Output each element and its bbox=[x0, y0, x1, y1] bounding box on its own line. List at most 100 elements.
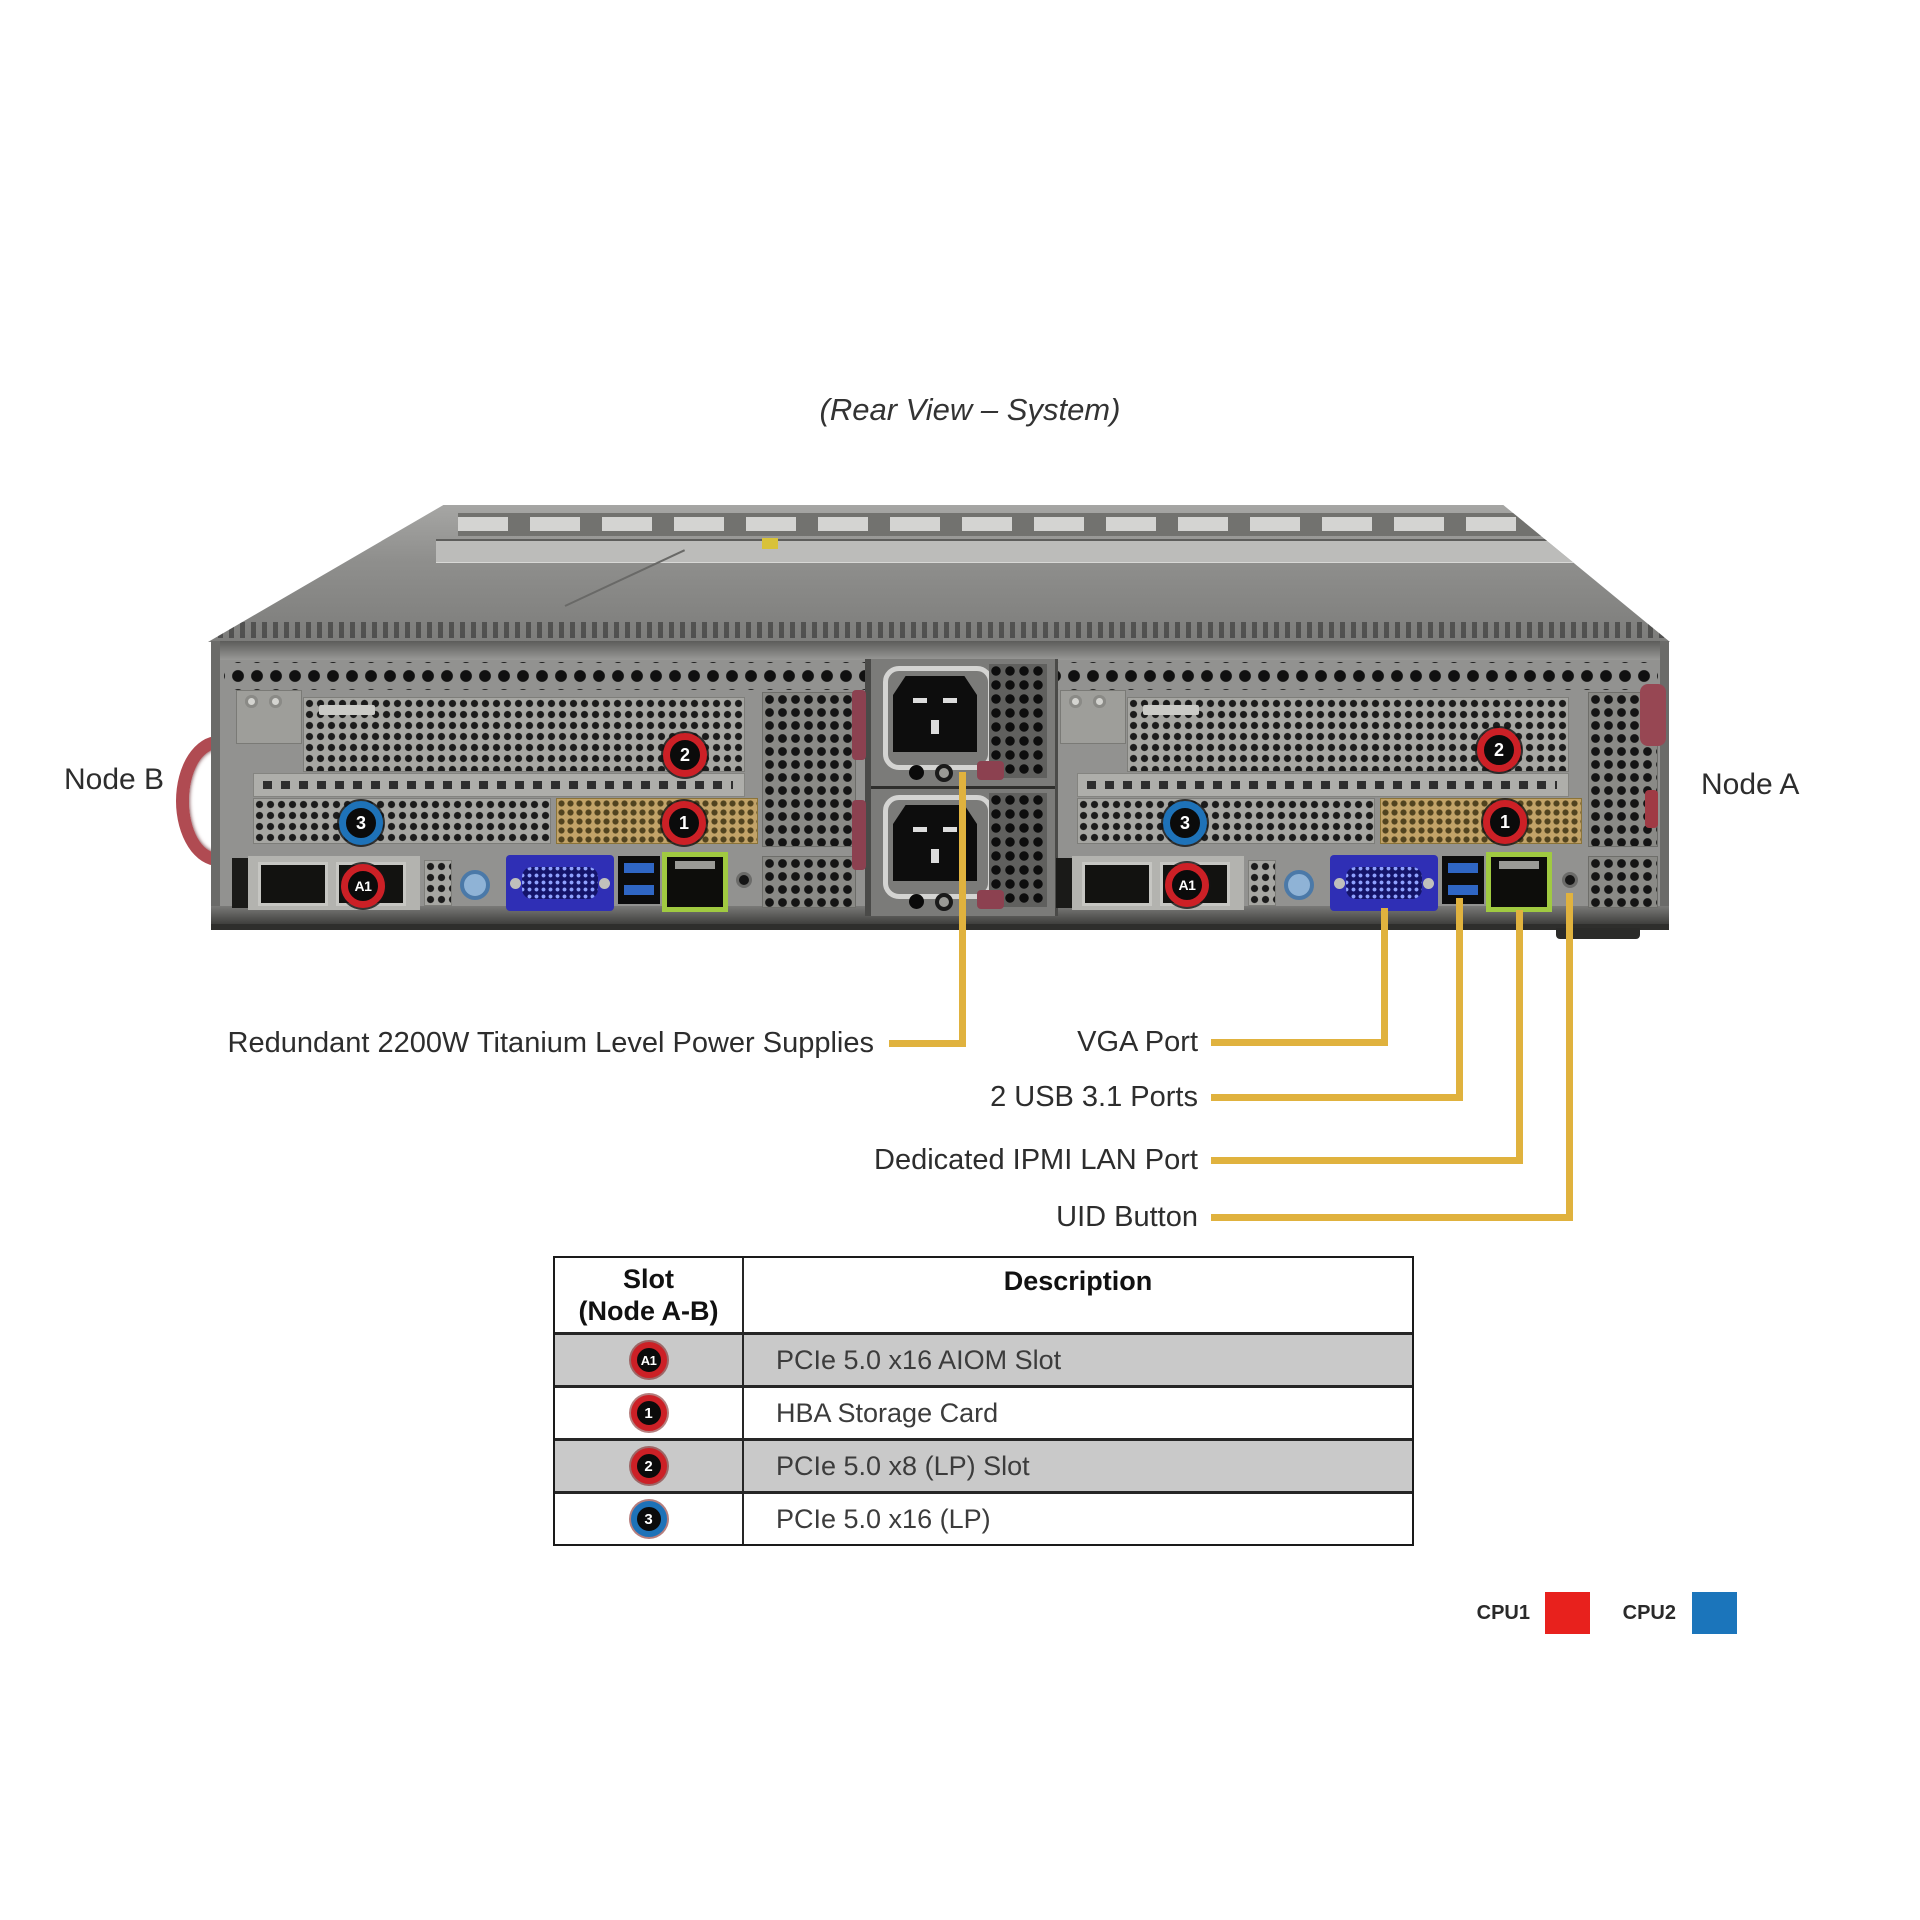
header-description-cell: Description bbox=[744, 1258, 1412, 1332]
table-row: 2 PCIe 5.0 x8 (LP) Slot bbox=[555, 1438, 1412, 1491]
node-a-io-vent-right bbox=[1588, 856, 1658, 908]
node-a-pcie-slot3-bracket bbox=[1077, 798, 1375, 844]
node-b-ipmi-lan-port bbox=[662, 852, 728, 912]
node-a-aiom-lan-ports bbox=[1072, 856, 1244, 910]
psu-top-grill bbox=[989, 664, 1047, 778]
node-a-ipmi-lan-port bbox=[1486, 852, 1552, 912]
node-b-badge-slot2: 2 bbox=[663, 733, 707, 777]
row-badge-3: 3 bbox=[630, 1501, 667, 1537]
lid-rail bbox=[458, 513, 1548, 536]
node-a-badge-aiom: A1 bbox=[1165, 863, 1209, 907]
table-row: 1 HBA Storage Card bbox=[555, 1385, 1412, 1438]
node-b-aiom-lan-ports bbox=[248, 856, 420, 910]
vga-screw bbox=[1423, 878, 1434, 889]
panel-hinge-band bbox=[211, 641, 1669, 660]
screw bbox=[269, 695, 282, 708]
divider-node-b-psu bbox=[865, 659, 868, 916]
node-a-hba-card bbox=[1380, 798, 1582, 844]
vga-connector bbox=[1346, 867, 1422, 899]
node-a-vga-port bbox=[1330, 855, 1438, 911]
node-b-vent-column bbox=[762, 692, 856, 847]
vga-screw bbox=[599, 878, 610, 889]
node-b-badge-slot1: 1 bbox=[662, 801, 706, 845]
node-b-io-block bbox=[232, 858, 248, 908]
psu-bay-clip-left2 bbox=[852, 800, 866, 870]
row-description: PCIe 5.0 x8 (LP) Slot bbox=[776, 1450, 1030, 1481]
screw bbox=[245, 695, 258, 708]
usb-port-top bbox=[624, 863, 654, 873]
node-b-badge-aiom: A1 bbox=[341, 864, 385, 908]
callout-line-uid-h bbox=[1211, 1214, 1573, 1221]
psu-bottom-latch bbox=[977, 890, 1004, 909]
node-a-label: Node A bbox=[1701, 768, 1800, 801]
cpu2-legend-label: CPU2 bbox=[1622, 1602, 1676, 1624]
row-description: PCIe 5.0 x16 AIOM Slot bbox=[776, 1344, 1062, 1375]
panel-left-edge bbox=[211, 641, 220, 924]
header-description-label: Description bbox=[1003, 1266, 1153, 1296]
node-a-thin-slot bbox=[1077, 773, 1569, 797]
psu-bay-clip-left bbox=[852, 690, 866, 760]
node-b-badge-slot3: 3 bbox=[339, 801, 383, 845]
node-a-badge-slot2: 2 bbox=[1477, 728, 1521, 772]
callout-line-psu-v bbox=[959, 772, 966, 1047]
lid-vent-serration bbox=[218, 622, 1664, 638]
table-row: A1 PCIe 5.0 x16 AIOM Slot bbox=[555, 1332, 1412, 1385]
ipmi-callout-label: Dedicated IPMI LAN Port bbox=[874, 1144, 1198, 1176]
psu-bottom-led bbox=[935, 893, 953, 911]
cpu1-legend-label: CPU1 bbox=[1476, 1602, 1530, 1624]
node-b-usb-ports bbox=[618, 856, 660, 904]
header-slot-line1: Slot bbox=[623, 1264, 674, 1294]
chassis-rear-foot bbox=[1556, 928, 1640, 939]
vga-callout-label: VGA Port bbox=[1077, 1026, 1198, 1058]
node-b-thumbscrew bbox=[460, 870, 490, 900]
psu-bottom-button bbox=[909, 894, 924, 909]
node-a-usb-ports bbox=[1442, 856, 1484, 904]
callout-line-usb-v bbox=[1456, 898, 1463, 1101]
table-row: 3 PCIe 5.0 x16 (LP) bbox=[555, 1491, 1412, 1544]
node-b-io-vent bbox=[424, 860, 452, 906]
node-a-io-vent bbox=[1248, 860, 1276, 906]
chassis-bottom-shadow bbox=[211, 924, 1669, 930]
lid-rail-slots bbox=[458, 517, 1548, 531]
node-b-label: Node B bbox=[64, 763, 165, 796]
psu-top-button bbox=[909, 765, 924, 780]
lid-recess-strip bbox=[436, 539, 1576, 563]
callout-line-ipmi-v bbox=[1516, 910, 1523, 1164]
psu-top-inlet bbox=[893, 676, 977, 752]
node-a-thumbscrew bbox=[1284, 870, 1314, 900]
node-b-thin-slot bbox=[253, 773, 745, 797]
lan-port-1 bbox=[258, 862, 328, 906]
uid-callout-label: UID Button bbox=[1056, 1201, 1198, 1233]
row-badge-1: 1 bbox=[630, 1395, 667, 1431]
node-a-io-block bbox=[1056, 858, 1072, 908]
slot-dashes bbox=[263, 781, 733, 789]
callout-line-psu-h bbox=[889, 1040, 966, 1047]
row-description: HBA Storage Card bbox=[776, 1397, 999, 1428]
node-a-badge-slot1: 1 bbox=[1483, 800, 1527, 844]
cpu2-color-swatch bbox=[1692, 1592, 1737, 1634]
node-b-pcie-slot3-bracket bbox=[253, 798, 551, 844]
callout-line-vga-v bbox=[1381, 908, 1388, 1046]
lid-sticker bbox=[762, 538, 778, 549]
bracket-label-slot bbox=[1143, 705, 1199, 715]
psu-bottom-grill bbox=[989, 793, 1047, 907]
screw bbox=[1093, 695, 1106, 708]
callout-line-uid-v bbox=[1566, 893, 1573, 1221]
vga-screw bbox=[1334, 878, 1345, 889]
usb-port-bottom bbox=[624, 885, 654, 895]
psu-callout-label: Redundant 2200W Titanium Level Power Sup… bbox=[227, 1027, 874, 1059]
header-slot-cell: Slot (Node A-B) bbox=[555, 1258, 744, 1332]
callout-line-ipmi-h bbox=[1211, 1157, 1523, 1164]
callout-line-vga-h bbox=[1211, 1039, 1388, 1046]
usb-port-bottom bbox=[1448, 885, 1478, 895]
lan-port-1 bbox=[1082, 862, 1152, 906]
header-slot-line2: (Node A-B) bbox=[578, 1296, 719, 1326]
row-description: PCIe 5.0 x16 (LP) bbox=[776, 1503, 991, 1534]
row-badge-a1: A1 bbox=[630, 1342, 667, 1378]
screw bbox=[1069, 695, 1082, 708]
node-b-hba-card bbox=[556, 798, 758, 844]
cpu1-color-swatch bbox=[1545, 1592, 1590, 1634]
lan-tab bbox=[1499, 861, 1539, 869]
node-a-latch-handle bbox=[1640, 684, 1666, 746]
